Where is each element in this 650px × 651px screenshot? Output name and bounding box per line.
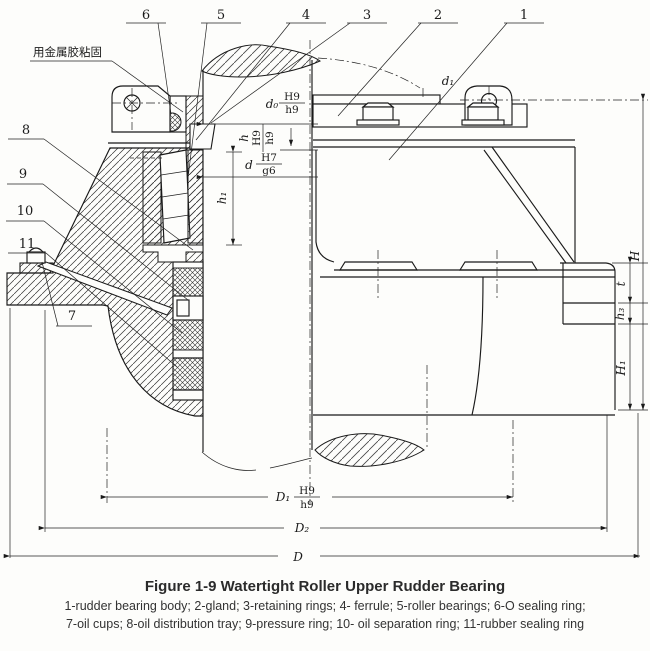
callout-6: 6 [142,8,150,23]
bearing-outer-race [142,151,162,244]
oil-separation-ring [172,319,204,351]
dim-d1: d₁ [442,74,455,88]
dim-h-fit-num: H9 [251,130,263,146]
callout-5: 5 [217,8,225,23]
shaft-break-bottom [201,365,428,471]
seating-pad [458,261,539,271]
dim-D1-fit-num: H9 [299,485,315,497]
dim-h-group: h H9 h9 [237,124,276,152]
callout-7: 7 [68,309,76,324]
seating-pad [338,261,419,271]
callout-11: 11 [19,237,36,252]
dim-d-fit-num: H7 [261,152,277,164]
callout-2: 2 [434,8,442,23]
dim-D1: D₁ [275,490,290,504]
figure-parts-line-2: 7-oil cups; 8-oil distribution tray; 9-p… [65,617,585,631]
dim-d0-fit-num: H9 [284,91,300,103]
dim-d0-fit-den: h9 [285,104,298,116]
callout-4: 4 [302,8,310,23]
bearing-body-exterior [313,139,616,416]
gland-bolt [461,102,505,126]
bore-wall [315,150,335,263]
shaft-break-top [201,44,321,78]
dim-h1: h₁ [215,192,229,205]
dim-D2: D₂ [294,521,310,535]
dim-h-fit-den: h9 [264,131,276,144]
dim-D1-fit-den: h9 [300,499,313,511]
callout-1: 1 [520,8,528,23]
seal-stack [172,261,204,401]
callout-10: 10 [17,204,34,219]
dim-d0: d₀ [266,97,279,111]
glue-annotation: 用金属胶粘固 [30,45,184,113]
bell-mouth-inner [471,276,484,416]
gland-left-lug [111,85,180,159]
glue-note-text: 用金属胶粘固 [33,45,102,59]
callouts: 6 5 4 3 2 1 8 9 10 11 7 [6,8,544,368]
figure-parts-line-1: 1-rudder bearing body; 2-gland; 3-retain… [64,599,586,613]
dimensions: d₀ H9 h9 d₁ h H9 h9 d H7 g6 h₁ t h [3,74,648,564]
gusset-rib-edge [483,149,567,264]
gusset-rib-edge [491,146,575,263]
figure-caption-title: Figure 1-9 Watertight Roller Upper Rudde… [144,578,506,595]
dim-h3: h₃ [613,308,627,321]
gland-bolt [356,102,400,126]
callout-8: 8 [22,123,30,138]
bearing-sleeve [187,149,204,244]
dim-d-fit-den: g6 [262,165,276,177]
right-flange [560,262,616,410]
dim-h: h [237,134,251,142]
rudder-stock-shaft [202,60,313,458]
dim-D: D [292,550,303,564]
dim-H: H [628,250,642,262]
retaining-ring-wedge [189,123,216,150]
callout-3: 3 [363,8,371,23]
bearing-section-drawing: d₀ H9 h9 d₁ h H9 h9 d H7 g6 h₁ t h [3,8,648,564]
callout-9: 9 [19,167,27,182]
dim-H1: H₁ [614,360,628,376]
rubber-seal-ring [172,357,204,391]
dim-d: d [245,158,253,172]
phantom-mating-part [317,57,421,89]
dim-t: t [614,281,628,286]
